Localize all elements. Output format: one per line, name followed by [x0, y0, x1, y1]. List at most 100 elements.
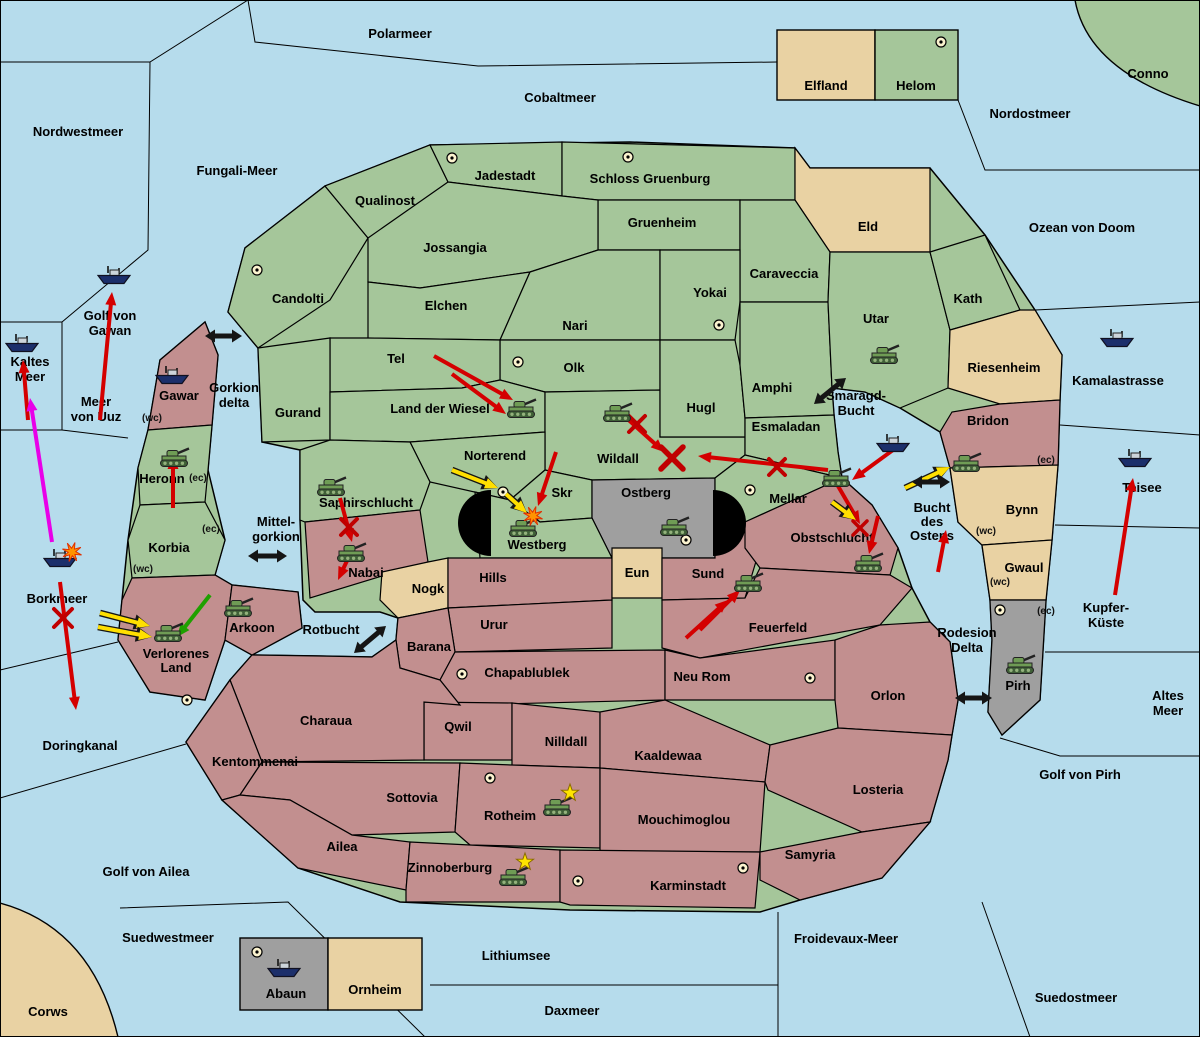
tank-unit[interactable]	[603, 402, 633, 422]
territory-utar[interactable]	[827, 251, 951, 409]
territory-orlon[interactable]	[834, 621, 959, 736]
territory-hills[interactable]	[447, 557, 613, 609]
city-icon	[251, 264, 263, 276]
move-arrow-magenta	[26, 398, 54, 543]
territory-yokai[interactable]	[659, 249, 741, 341]
attack-arrow-red	[433, 354, 513, 400]
ship-unit[interactable]	[42, 549, 78, 568]
territory-samyria[interactable]	[759, 821, 932, 901]
sea-border	[61, 429, 129, 439]
city-icon	[512, 356, 524, 368]
tank-unit[interactable]	[1006, 654, 1036, 674]
attack-arrow-yellow	[99, 609, 150, 630]
victory-star	[514, 851, 536, 871]
label-kaaldewaa: Kaaldewaa	[634, 748, 702, 763]
label-charaua: Charaua	[300, 713, 353, 728]
coast-tag-label: (wc)	[990, 577, 1010, 588]
sea-label-froidevaux-meer: Froidevaux-Meer	[794, 931, 898, 946]
attack-arrow-red	[58, 581, 80, 710]
label-rotheim: Rotheim	[484, 808, 536, 823]
label-gruenheim: Gruenheim	[628, 215, 697, 230]
attack-arrow-red	[698, 451, 829, 472]
territory-hugl[interactable]	[659, 339, 746, 438]
sea-label-borkmeer: Borkmeer	[27, 591, 88, 606]
label-helom: Helom	[896, 78, 936, 93]
sea-label-doringkanal: Doringkanal	[42, 738, 117, 753]
label-mellar: Mellar	[769, 491, 807, 506]
tank-unit[interactable]	[317, 476, 347, 496]
label-elfland: Elfland	[804, 78, 847, 93]
attack-arrow-yellow	[503, 491, 527, 513]
ship-unit[interactable]	[875, 434, 911, 453]
territory-corws[interactable]	[0, 902, 119, 1037]
tank-unit[interactable]	[337, 542, 367, 562]
territory-chapablublek[interactable]	[439, 649, 666, 706]
label-heronn: Heronn	[139, 471, 185, 486]
territory-charaua[interactable]	[229, 638, 462, 763]
sea-label-kupfer-: Kupfer-Küste	[1083, 600, 1129, 630]
tank-unit[interactable]	[507, 398, 537, 418]
label-nilldall: Nilldall	[545, 734, 588, 749]
city-icon	[251, 946, 263, 958]
label-ornheim: Ornheim	[348, 982, 401, 997]
transit-arrow-black	[354, 626, 386, 653]
tank-unit[interactable]	[660, 516, 690, 536]
attack-arrow-red	[450, 372, 506, 414]
label-land-der-wiesel: Land der Wiesel	[390, 401, 490, 416]
attack-arrow-red	[698, 590, 740, 632]
explosion-burst	[523, 506, 543, 526]
territory-gurand[interactable]	[257, 337, 331, 443]
ship-unit[interactable]	[1117, 449, 1153, 468]
territory-rotheim[interactable]	[454, 762, 601, 849]
attack-arrow-red	[98, 292, 117, 421]
label-saphirschlucht: Saphirschlucht	[319, 495, 414, 510]
tank-unit[interactable]	[870, 344, 900, 364]
label-esmaladan: Esmaladan	[752, 419, 821, 434]
territory-riesenheim[interactable]	[947, 309, 1063, 405]
city-icon	[744, 484, 756, 496]
tank-unit[interactable]	[734, 572, 764, 592]
tank-unit[interactable]	[160, 447, 190, 467]
attack-arrow-red	[1113, 478, 1137, 596]
ship-unit[interactable]	[96, 266, 132, 285]
territory-mouchimoglou[interactable]	[599, 767, 766, 853]
ship-unit[interactable]	[1099, 329, 1135, 348]
tank-unit[interactable]	[154, 622, 184, 642]
tank-unit[interactable]	[499, 866, 529, 886]
label-ostberg: Ostberg	[621, 485, 671, 500]
tank-unit[interactable]	[822, 467, 852, 487]
tank-unit[interactable]	[952, 452, 982, 472]
tank-unit[interactable]	[509, 517, 539, 537]
ship-unit[interactable]	[154, 366, 190, 385]
city-icon	[572, 875, 584, 887]
ship-unit[interactable]	[4, 334, 40, 353]
label-nabai: Nabai	[348, 565, 383, 580]
ship-unit[interactable]	[266, 959, 302, 978]
tank-unit[interactable]	[224, 597, 254, 617]
label-mouchimoglou: Mouchimoglou	[638, 812, 730, 827]
territory-karminstadt[interactable]	[559, 849, 761, 909]
territory-ornheim[interactable]	[327, 937, 423, 1011]
tank-unit[interactable]	[854, 552, 884, 572]
label-pirh: Pirh	[1005, 678, 1030, 693]
territory-elfland[interactable]	[776, 29, 876, 101]
label-utar: Utar	[863, 311, 889, 326]
territory-urur[interactable]	[447, 599, 613, 653]
label-ailea: Ailea	[326, 839, 358, 854]
label-schloss-gruenburg: Schloss Gruenburg	[590, 171, 711, 186]
label-feuerfeld: Feuerfeld	[749, 620, 808, 635]
city-icon	[737, 862, 749, 874]
territory-tel[interactable]	[329, 337, 501, 393]
tank-unit[interactable]	[543, 796, 573, 816]
sea-label-kamalastrasse: Kamalastrasse	[1072, 373, 1164, 388]
coast-tag-label: (ec)	[1037, 606, 1055, 617]
label-norterend: Norterend	[464, 448, 526, 463]
transit-arrow-black	[912, 475, 950, 489]
transit-arrow-black	[814, 378, 846, 404]
territory-saphirschlucht[interactable]	[299, 439, 431, 523]
